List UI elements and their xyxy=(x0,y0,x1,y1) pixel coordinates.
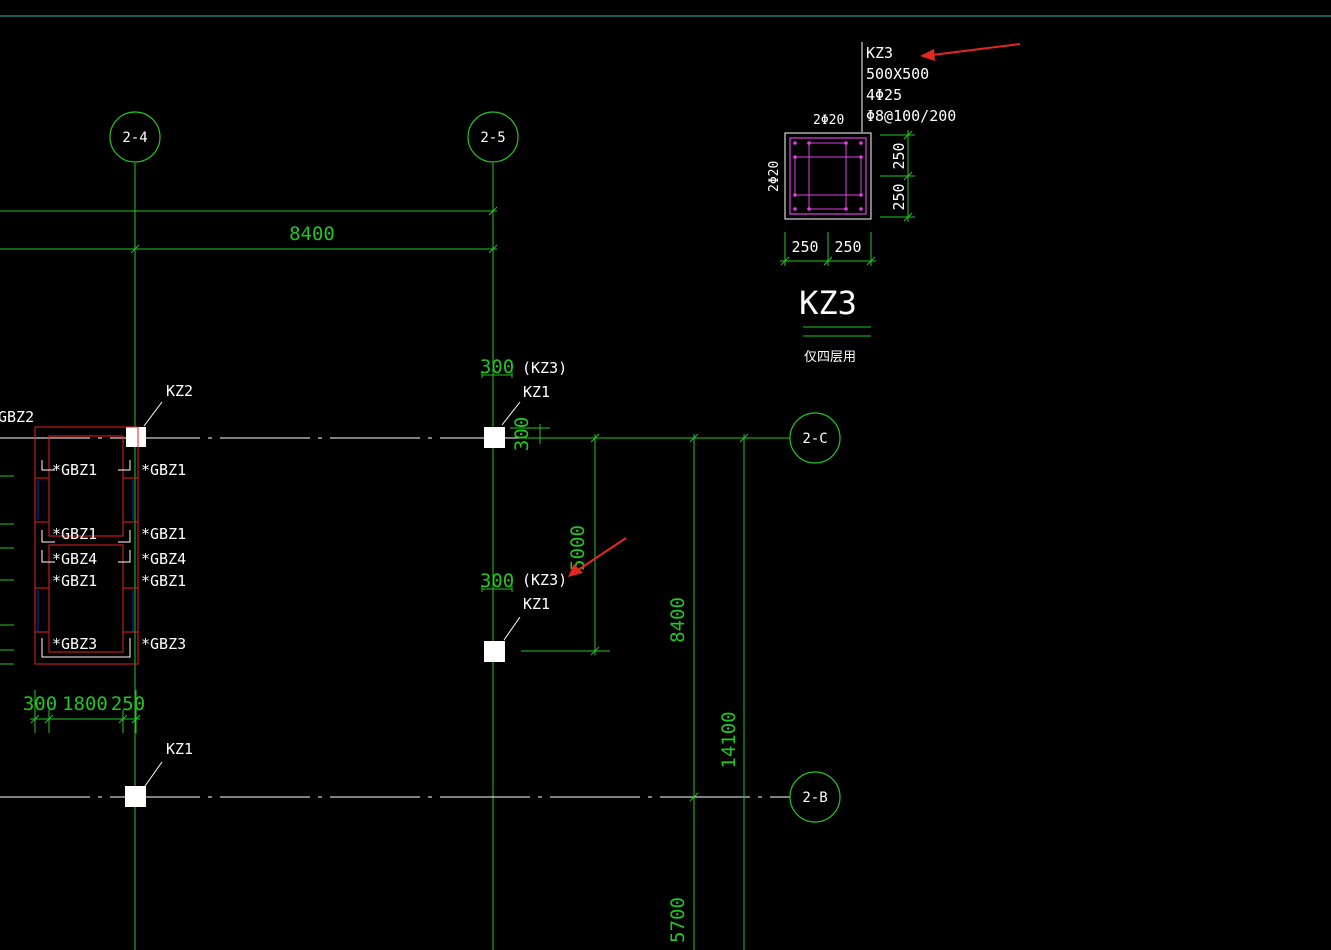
section-size-250-bottom-right: 250 xyxy=(834,238,861,256)
column-kz2 xyxy=(126,401,163,447)
dim-text-14100: 14100 xyxy=(718,711,740,768)
column-kz1-bottom xyxy=(125,761,163,807)
axis-bubble-2-5: 2-5 xyxy=(467,111,519,163)
label-gbz4-b: *GBZ4 xyxy=(141,550,186,568)
section-size-250-right-top: 250 xyxy=(890,142,908,169)
label-gbz3-a: *GBZ3 xyxy=(52,635,97,653)
label-gbz1-b: *GBZ1 xyxy=(141,461,186,479)
label-gbz4-a: *GBZ4 xyxy=(52,550,97,568)
dimension-top-8400 xyxy=(0,206,498,254)
section-size-250-bottom-left: 250 xyxy=(791,238,818,256)
label-kz1-mid: KZ1 xyxy=(523,595,550,613)
annotation-arrow-top xyxy=(920,43,1021,61)
label-gbz2: GBZ2 xyxy=(0,408,34,426)
axis-label-2-c: 2-C xyxy=(802,431,827,447)
label-gbz1-a: *GBZ1 xyxy=(52,461,97,479)
section-side-bars: 2Φ20 xyxy=(767,161,782,192)
section-size: 500X500 xyxy=(866,65,929,83)
left-edge-dim-marks xyxy=(0,475,14,665)
label-gbz1-d: *GBZ1 xyxy=(141,525,186,543)
label-gbz1-c: *GBZ1 xyxy=(52,525,97,543)
column-kz1-top xyxy=(481,372,521,448)
section-note: 仅四层用 xyxy=(804,350,856,365)
kz3-section-detail xyxy=(784,42,872,220)
label-gbz1-e: *GBZ1 xyxy=(52,572,97,590)
core-wall-outline xyxy=(34,426,139,665)
label-gbz1-f: *GBZ1 xyxy=(141,572,186,590)
dim-text-left-250: 250 xyxy=(111,693,145,715)
label-kz2: KZ2 xyxy=(166,382,193,400)
axis-label-2-5: 2-5 xyxy=(480,130,505,146)
section-name: KZ3 xyxy=(866,44,893,62)
dimension-right-chain xyxy=(510,424,790,950)
dim-text-left-1800: 1800 xyxy=(62,693,108,715)
dim-text-300-top: 300 xyxy=(480,356,514,378)
annotation-arrow-mid xyxy=(568,537,627,577)
label-gbz3-b: *GBZ3 xyxy=(141,635,186,653)
label-kz1-top: KZ1 xyxy=(523,383,550,401)
section-title: KZ3 xyxy=(799,284,857,322)
section-top-bars: 2Φ20 xyxy=(813,113,844,128)
axis-bubble-2-b: 2-B xyxy=(789,771,841,823)
grid-lines xyxy=(0,163,790,950)
dim-text-300-vertical: 300 xyxy=(511,417,533,451)
axis-label-2-b: 2-B xyxy=(802,790,827,806)
label-kz3-mid: (KZ3) xyxy=(522,571,567,589)
dim-text-left-300: 300 xyxy=(23,693,57,715)
label-kz3-top: (KZ3) xyxy=(522,359,567,377)
section-main-bars: 4Φ25 xyxy=(866,86,902,104)
section-stirrups: Φ8@100/200 xyxy=(866,107,956,125)
core-bottom-dims xyxy=(30,690,141,733)
dim-text-8400-vertical: 8400 xyxy=(667,597,689,643)
dim-text-8400-top: 8400 xyxy=(289,223,335,245)
section-size-250-right-bottom: 250 xyxy=(890,183,908,210)
axis-label-2-4: 2-4 xyxy=(122,130,147,146)
dim-text-5000: 5000 xyxy=(567,525,589,571)
column-kz1-mid xyxy=(481,586,521,662)
kz3-section-dims xyxy=(780,130,915,337)
axis-bubble-2-4: 2-4 xyxy=(109,111,161,163)
dim-text-300-mid: 300 xyxy=(480,570,514,592)
label-kz1-bottom: KZ1 xyxy=(166,740,193,758)
axis-bubble-2-c: 2-C xyxy=(789,412,841,464)
dim-text-5700: 5700 xyxy=(667,897,689,943)
